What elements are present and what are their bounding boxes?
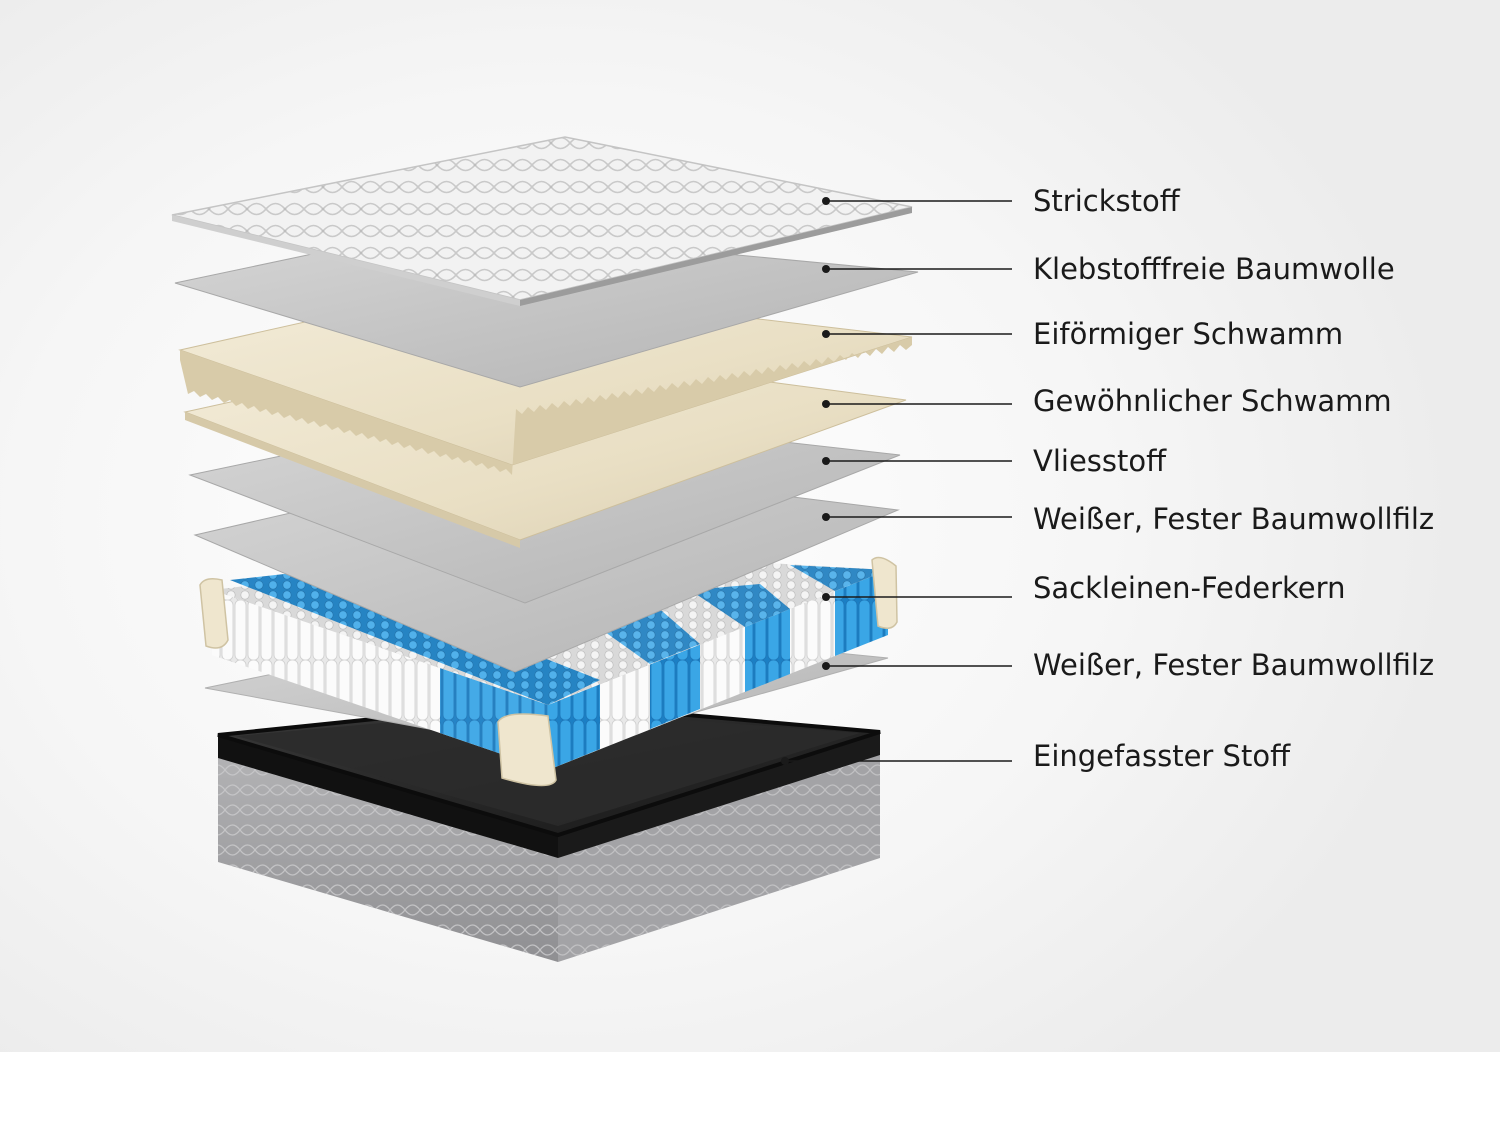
leader-8 (822, 662, 1012, 670)
layer-label-7: Sackleinen-Federkern (1033, 571, 1346, 605)
bottom-margin (0, 1052, 1500, 1125)
layer-label-8: Weißer, Fester Baumwollfilz (1033, 648, 1435, 682)
layer-label-1: Strickstoff (1033, 184, 1180, 218)
leader-dot (781, 757, 789, 765)
layer-strickstoff (171, 136, 913, 306)
leader-dot (822, 197, 830, 205)
leader-dot (822, 662, 830, 670)
leader-9 (781, 757, 1012, 765)
leader-3 (822, 330, 1012, 338)
layer-label-2: Klebstofffreie Baumwolle (1033, 252, 1395, 286)
layer-label-4: Gewöhnlicher Schwamm (1033, 384, 1392, 418)
layer-label-6: Weißer, Fester Baumwollfilz (1033, 502, 1435, 536)
leader-dot (822, 265, 830, 273)
leader-7 (822, 593, 1012, 601)
leader-dot (822, 593, 830, 601)
leader-lines (781, 197, 1012, 765)
leader-dot (822, 400, 830, 408)
leader-dot (822, 330, 830, 338)
leader-1 (822, 197, 1012, 205)
layer-label-5: Vliesstoff (1033, 444, 1167, 478)
layer-label-3: Eiförmiger Schwamm (1033, 317, 1344, 351)
leader-2 (822, 265, 1012, 273)
leader-5 (822, 457, 1012, 465)
leader-6 (822, 513, 1012, 521)
leader-dot (822, 513, 830, 521)
layer-label-9: Eingefasster Stoff (1033, 739, 1291, 773)
leader-4 (822, 400, 1012, 408)
leader-dot (822, 457, 830, 465)
